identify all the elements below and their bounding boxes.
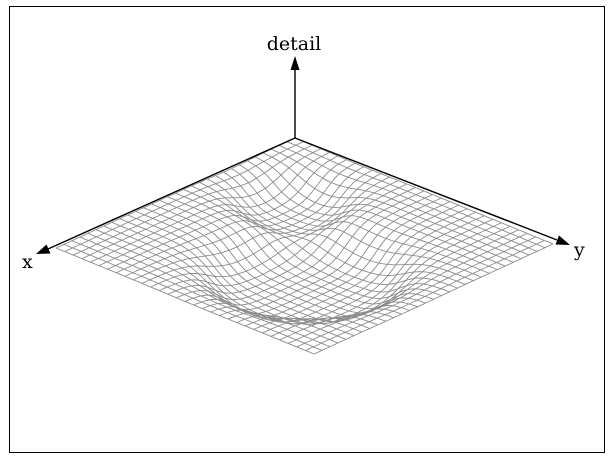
- mesh-line-u: [63, 243, 323, 351]
- mesh-line-u: [223, 171, 482, 278]
- mesh-line-u: [246, 160, 506, 267]
- mesh-line-u: [79, 236, 339, 344]
- mesh-line-v: [296, 236, 536, 348]
- mesh-line-u: [87, 232, 347, 340]
- y-axis-arrowhead: [555, 235, 570, 245]
- x-axis-label: x: [22, 251, 33, 273]
- mesh-line-v: [288, 232, 528, 344]
- mesh-line-v: [279, 229, 519, 341]
- detail-axis-arrowhead: [290, 56, 300, 70]
- x-axis-arrowhead: [36, 244, 51, 254]
- mesh-line-v: [167, 183, 407, 295]
- mesh-line-v: [305, 240, 545, 351]
- y-axis-line: [294, 137, 558, 241]
- mesh-line-v: [159, 180, 399, 292]
- detail-surface-mesh: [55, 137, 554, 355]
- mesh-line-v: [270, 225, 511, 337]
- y-axis-label: y: [573, 239, 585, 261]
- x-axis-line: [47, 137, 296, 250]
- detail-axis-label: detail: [267, 33, 322, 55]
- mesh-line-u: [71, 240, 331, 348]
- mesh-line-v: [313, 243, 554, 355]
- mesh-line-u: [55, 247, 315, 355]
- mesh-line-v: [90, 151, 330, 263]
